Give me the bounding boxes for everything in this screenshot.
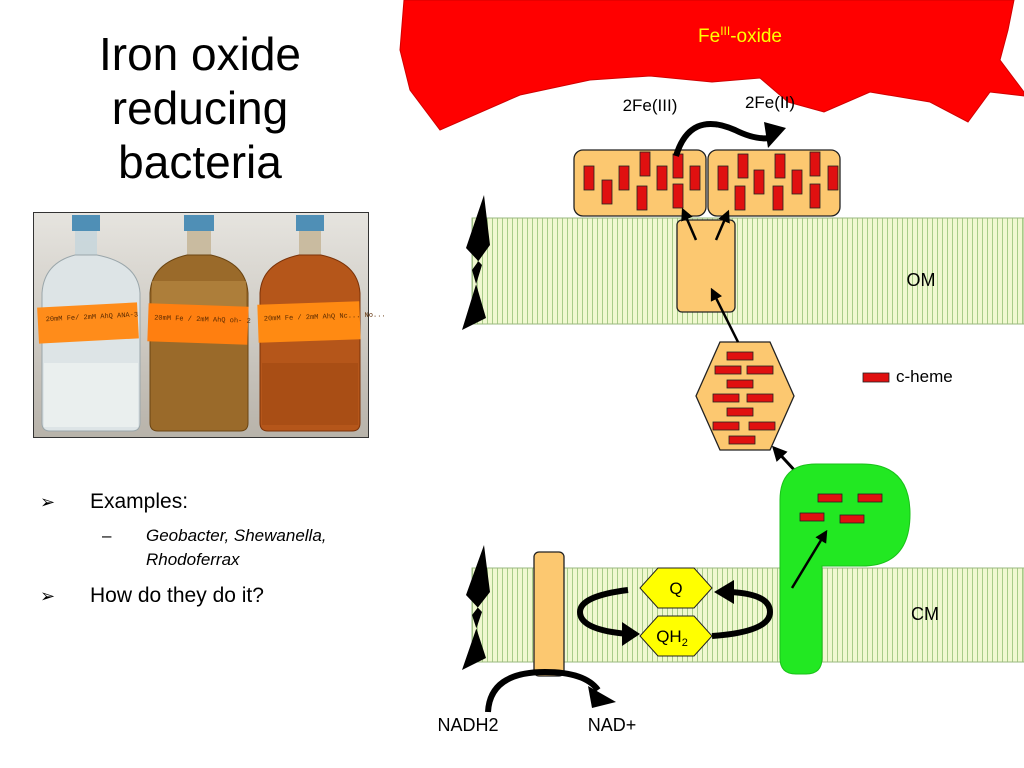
- iron-oxide-mineral: [399, 0, 1024, 131]
- quinone-reduced: [639, 615, 713, 657]
- sub-bullet-genera: – Geobacter, Shewanella, Rhodoferrax: [102, 526, 327, 569]
- quinone-reduction-arrowhead-icon: [622, 622, 640, 646]
- heme-group-right: [717, 151, 839, 211]
- heme-group-cm: [799, 493, 883, 524]
- bottle-label-2: 20mM Fe / 2mM AhQ oh- 2: [154, 314, 251, 325]
- bacteria-bottles-photo: 20mM Fe/ 2mM AhQ ANA-3 20mM Fe / 2mM AhQ…: [33, 212, 386, 438]
- om-break-icon: [462, 195, 490, 330]
- arrowhead-bullet-icon: ➢: [40, 585, 56, 606]
- quinone-to-cm-arrow: [790, 529, 828, 589]
- nadh-dehydrogenase: [533, 551, 565, 677]
- fe-reduction-arrow: [673, 120, 771, 157]
- quinone-oxidized: [639, 567, 713, 609]
- nadh-label: NADH2: [437, 715, 498, 735]
- porin-to-left-arrow: [681, 207, 698, 241]
- nadh-oxidation-arrowhead-icon: [588, 686, 616, 708]
- heme-group-periplasmic: [712, 351, 776, 445]
- periplasm-to-porin-arrow: [710, 287, 740, 343]
- oxide-label: FeIII-oxide: [698, 24, 782, 47]
- qh2-label: QH2: [656, 627, 688, 649]
- slide-title: Iron oxide reducing bacteria: [98, 28, 301, 188]
- bullet-question: ➢ How do they do it?: [40, 583, 264, 607]
- quinone-oxidation-arrow: [711, 589, 774, 639]
- bottles-illustration: 20mM Fe/ 2mM AhQ ANA-3 20mM Fe / 2mM AhQ…: [34, 213, 386, 437]
- quinone-oxidation-arrowhead-icon: [714, 580, 734, 604]
- fe2-label: 2Fe(II): [745, 93, 795, 112]
- nad-label: NAD+: [588, 715, 637, 735]
- c-heme-legend-label: c-heme: [896, 367, 953, 386]
- arrowhead-bullet-icon: ➢: [40, 492, 56, 512]
- outer-membrane: [471, 217, 1024, 325]
- c-heme-legend-icon: [862, 372, 890, 383]
- dash-bullet-icon: –: [102, 526, 112, 545]
- q-label: Q: [669, 579, 682, 598]
- nadh-oxidation-arrow: [485, 668, 601, 713]
- om-porin-protein: [676, 219, 736, 313]
- fe-reduction-arrowhead-icon: [764, 122, 786, 148]
- fe3-label: 2Fe(III): [623, 96, 678, 115]
- quinone-reduction-arrow: [576, 587, 629, 637]
- cm-label: CM: [911, 604, 939, 624]
- om-label: OM: [907, 270, 936, 290]
- bullet-examples: ➢ Examples:: [40, 490, 189, 513]
- bullet-list: ➢ Examples: – Geobacter, Shewanella, Rho…: [40, 490, 400, 618]
- heme-group-left: [583, 151, 701, 211]
- porin-to-right-arrow: [714, 209, 730, 241]
- cm-break-icon: [462, 545, 490, 670]
